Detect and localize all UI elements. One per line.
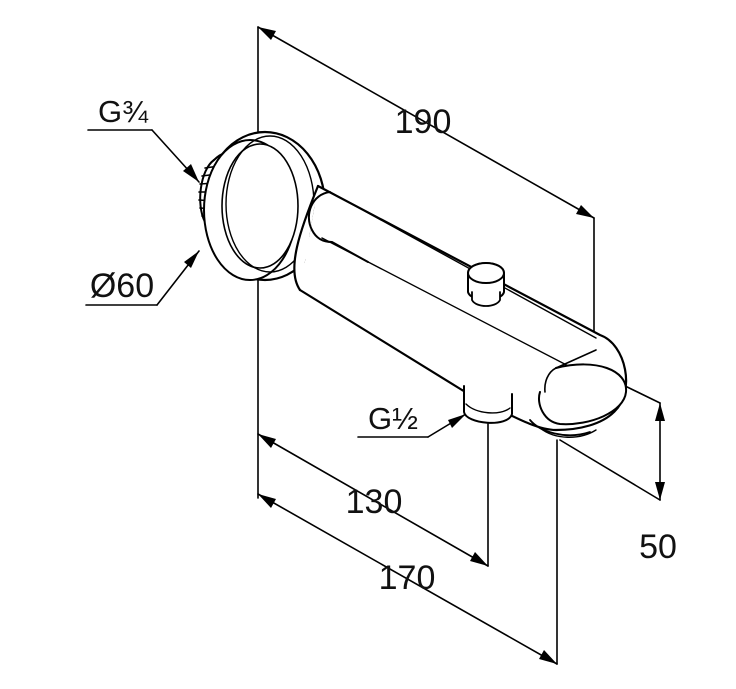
arrowhead-50-bottom — [655, 482, 665, 500]
outlet-stub — [463, 385, 513, 424]
label-190: 190 — [395, 103, 452, 141]
dimension-190 — [257, 26, 595, 351]
leader-d60 — [85, 250, 200, 306]
extension-line-bottom — [559, 439, 661, 501]
label-d60: Ø60 — [90, 267, 154, 305]
arrowhead-170-end — [539, 650, 557, 664]
arrowhead-50-top — [655, 403, 665, 421]
dimension-line-190 — [257, 26, 595, 219]
arrowhead-d60 — [184, 251, 199, 268]
leader-g12 — [357, 413, 467, 438]
spout-body — [293, 184, 628, 438]
arrowhead-190-end — [576, 205, 594, 218]
dimension-line-170 — [257, 493, 558, 665]
arrowhead-130-start — [258, 434, 276, 448]
leader-g34 — [87, 129, 200, 183]
diverter-knob — [467, 262, 505, 307]
wall-flange — [203, 130, 327, 282]
label-170: 170 — [379, 559, 436, 597]
label-50: 50 — [639, 528, 677, 566]
label-130: 130 — [346, 483, 403, 521]
arrowhead-g12 — [448, 414, 466, 428]
arrowhead-130-end — [470, 552, 488, 566]
label-g12: G½ — [368, 401, 418, 436]
arrowhead-170-start — [258, 494, 276, 508]
arrowhead-190-start — [258, 27, 276, 40]
dimension-line-130 — [257, 433, 489, 567]
arrowhead-g34 — [183, 164, 199, 182]
label-g34: G¾ — [98, 94, 149, 129]
dimension-130-170 — [257, 279, 558, 665]
